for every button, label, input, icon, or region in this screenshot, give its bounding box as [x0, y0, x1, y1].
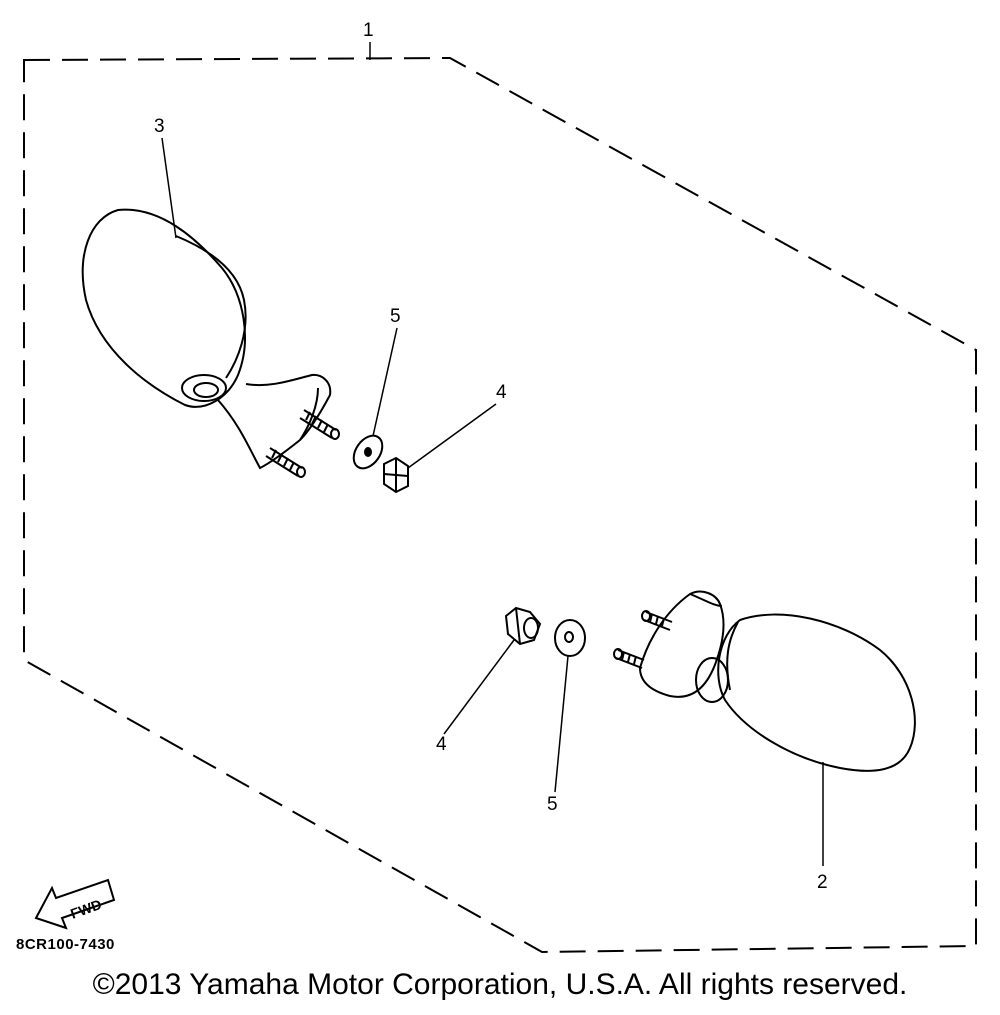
- leader-4-upper: [407, 403, 497, 469]
- washer-lower: [554, 619, 586, 657]
- leader-5-lower: [554, 655, 569, 793]
- mirror-left-stem: [217, 373, 332, 470]
- stud-upper: [299, 409, 340, 440]
- callout-1: 1: [363, 20, 374, 41]
- callout-4-lower: 4: [436, 734, 447, 755]
- mirror-left-part-3: [81, 208, 340, 478]
- copyright-notice: ©2013 Yamaha Motor Corporation, U.S.A. A…: [92, 968, 908, 1001]
- leader-5-upper: [372, 327, 398, 437]
- parts-diagram: 1 3 5: [23, 20, 977, 954]
- leader-3: [161, 137, 177, 239]
- nut-lower: [504, 606, 542, 646]
- assembly-boundary: [23, 56, 977, 954]
- mirror-right-housing: [717, 613, 916, 772]
- mirror-left-pivot: [181, 374, 227, 402]
- callout-2: 2: [817, 872, 828, 893]
- callout-3: 3: [154, 116, 165, 137]
- mirror-right-part-2: [613, 590, 916, 772]
- callout-5-lower: 5: [547, 794, 558, 815]
- stud-right-upper: [641, 610, 673, 631]
- stud-lower: [265, 447, 306, 478]
- drawing-id: 8CR100-7430: [16, 936, 115, 953]
- mirror-right-base: [638, 590, 725, 698]
- leader-4-lower: [443, 639, 515, 735]
- mirror-left-housing: [81, 208, 246, 408]
- nut-upper: [383, 456, 409, 494]
- mirror-left-rim: [175, 235, 247, 379]
- callout-4-upper: 4: [496, 382, 507, 403]
- stud-right-lower: [613, 648, 645, 669]
- washer-upper: [352, 434, 384, 470]
- callout-5-upper: 5: [390, 306, 401, 327]
- fwd-arrow-icon: FWD: [34, 878, 116, 930]
